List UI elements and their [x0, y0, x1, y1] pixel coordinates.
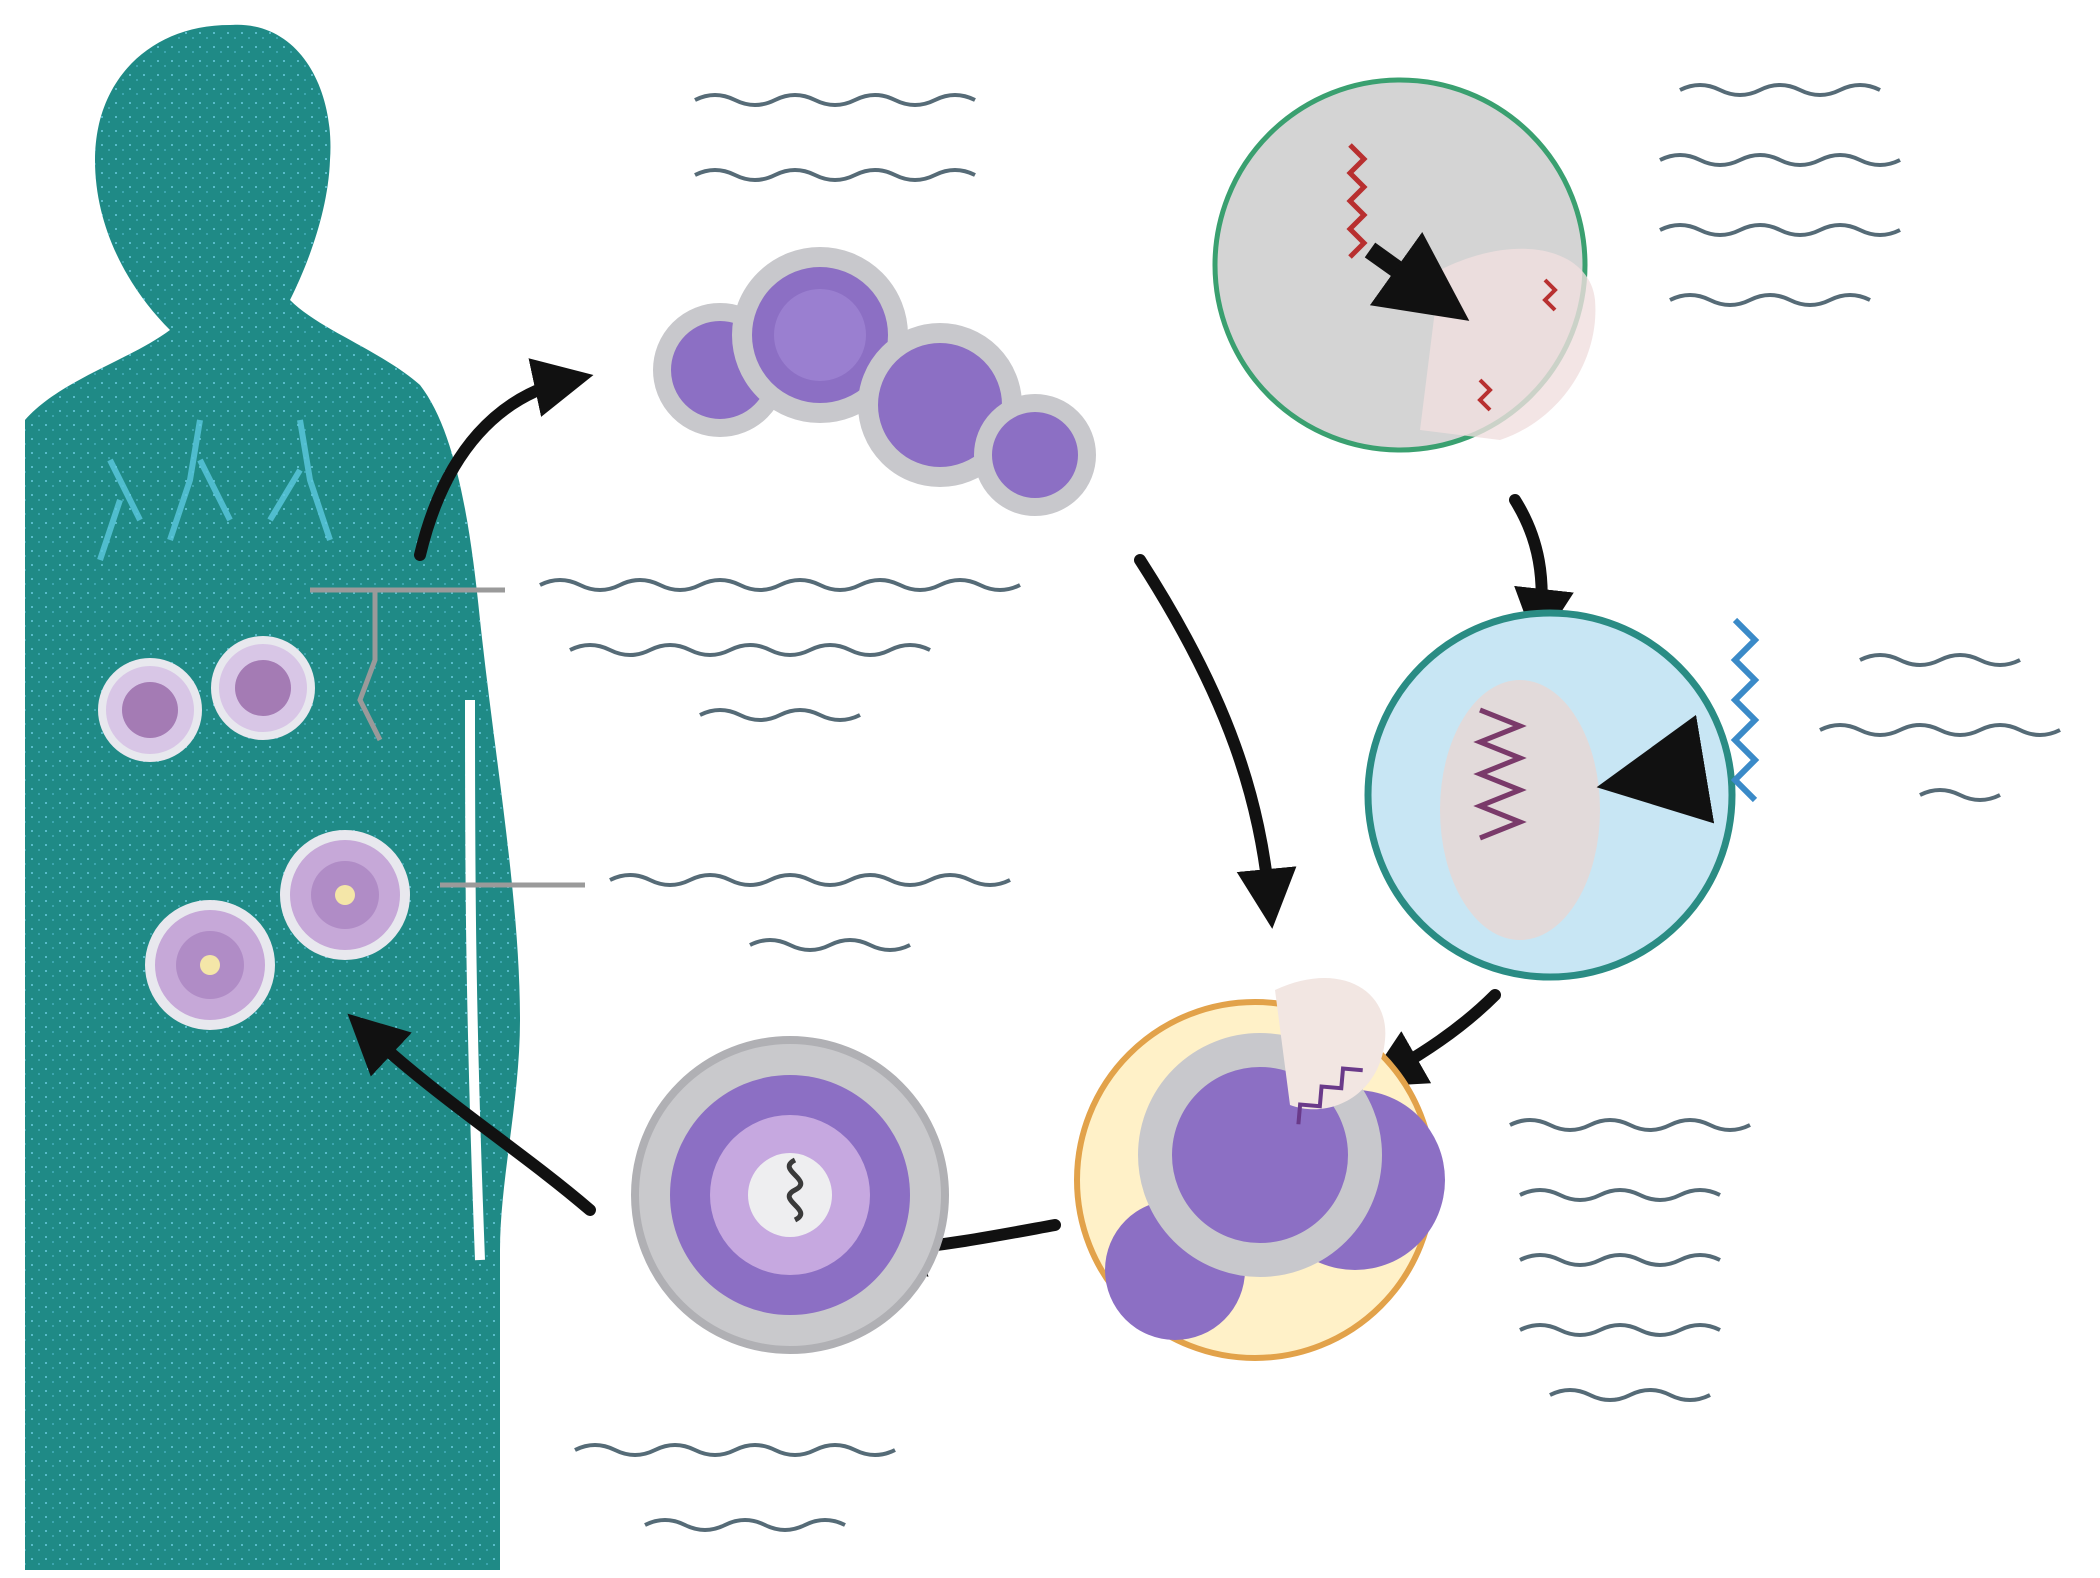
- caption-bacterium: [1660, 85, 1900, 305]
- bacterium-icon: [1215, 80, 1595, 450]
- caption-dna-injection: [1820, 655, 2060, 800]
- fusion-cell-icon: [1077, 978, 1445, 1358]
- arrow-bacterium-to-blue-cell: [1515, 500, 1542, 625]
- caption-lower-organ: [610, 875, 1010, 950]
- dna-injection-strand-icon: [1735, 620, 1755, 800]
- blue-cell-icon: [1368, 613, 1755, 977]
- caption-cluster: [695, 95, 975, 180]
- caption-fusion: [1510, 1120, 1750, 1400]
- caption-upper-organ: [540, 580, 1020, 720]
- arrow-blue-cell-to-fusion: [1385, 995, 1495, 1075]
- mature-cell-icon: [635, 1040, 945, 1350]
- human-body-silhouette-icon: [25, 25, 520, 1570]
- caption-mature-cell: [575, 1445, 895, 1530]
- inner-arrow-icon: [1640, 770, 1700, 780]
- arrow-cluster-to-fusion: [1140, 560, 1270, 905]
- cell-cluster-icon: [662, 257, 1087, 507]
